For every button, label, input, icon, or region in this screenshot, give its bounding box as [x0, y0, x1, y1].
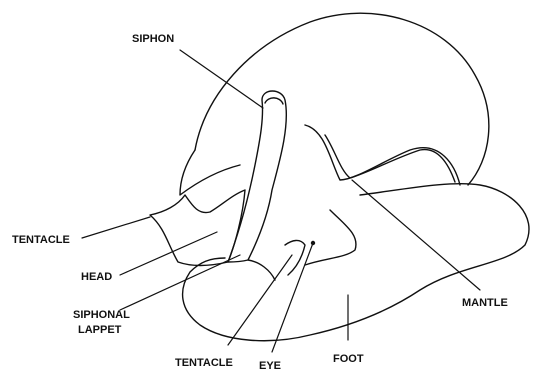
shell-outline [195, 13, 489, 185]
leader-head [120, 232, 217, 275]
leader-siphon [180, 50, 263, 108]
label-tentacle-bottom: TENTACLE [175, 357, 233, 369]
siphon-outline [228, 91, 286, 262]
siphon-tip [265, 98, 283, 104]
foot-fold [305, 210, 356, 265]
leader-tentacle-bottom [228, 255, 292, 345]
label-head: HEAD [81, 271, 112, 283]
label-siphonal-lappet-line1: SIPHONAL [73, 309, 130, 321]
label-eye: EYE [259, 360, 281, 372]
leader-mantle [352, 180, 480, 290]
label-mantle: MANTLE [462, 297, 508, 309]
shell-aperture-edge [180, 150, 240, 195]
label-tentacle-left: TENTACLE [12, 234, 70, 246]
label-siphonal-lappet-line2: LAPPET [78, 324, 122, 336]
siphonal-lappet-outline [248, 260, 275, 280]
leader-tentacle-left [82, 217, 150, 238]
eye-tentacle-outline [285, 240, 305, 275]
label-siphon: SIPHON [132, 33, 174, 45]
label-foot: FOOT [333, 353, 364, 365]
mantle-fold [305, 125, 460, 185]
